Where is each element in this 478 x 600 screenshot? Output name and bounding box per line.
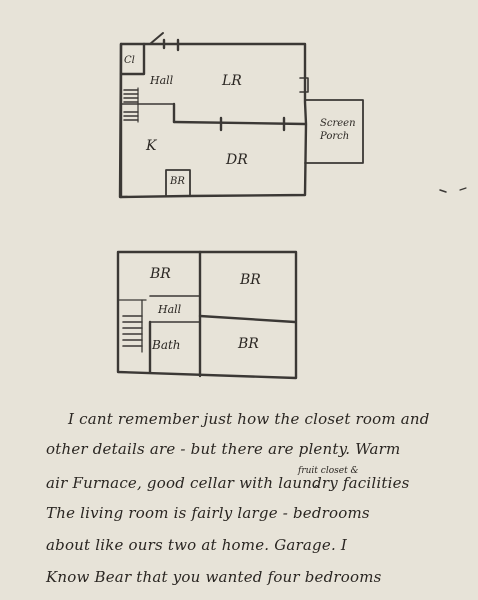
letter-line-6: Know Bear that you wanted four bedrooms bbox=[46, 568, 382, 586]
letter-line-1: I cant remember just how the closet room… bbox=[68, 410, 430, 428]
letter-line-2: other details are - but there are plenty… bbox=[46, 440, 401, 458]
insertion-caret: ^ bbox=[312, 483, 322, 496]
room-label-bedroom-nw: BR bbox=[150, 266, 171, 282]
room-label-screen: Screen bbox=[320, 118, 356, 129]
room-label-upstairs-hall: Hall bbox=[158, 303, 182, 316]
letter-line-4: The living room is fairly large - bedroo… bbox=[46, 504, 370, 522]
room-label-porch: Porch bbox=[320, 131, 350, 142]
room-label-kitchen: K bbox=[146, 138, 157, 154]
insertion-note: fruit closet & bbox=[298, 466, 359, 476]
room-label-bath: Bath bbox=[152, 338, 181, 352]
room-label-living-room: LR bbox=[222, 73, 242, 89]
room-label-dining-room: DR bbox=[226, 152, 248, 168]
letter-line-3: air Furnace, good cellar with laundry fa… bbox=[46, 474, 410, 492]
room-label-bedroom-small: BR bbox=[170, 176, 185, 187]
room-label-bedroom-se: BR bbox=[238, 336, 259, 352]
first-floor-plan bbox=[118, 32, 364, 199]
room-label-closet: Cl bbox=[124, 55, 135, 66]
letter-line-5: about like ours two at home. Garage. I bbox=[46, 536, 348, 554]
room-label-hall: Hall bbox=[150, 74, 174, 87]
second-floor-plan bbox=[116, 250, 298, 380]
room-label-bedroom-ne: BR bbox=[240, 272, 261, 288]
